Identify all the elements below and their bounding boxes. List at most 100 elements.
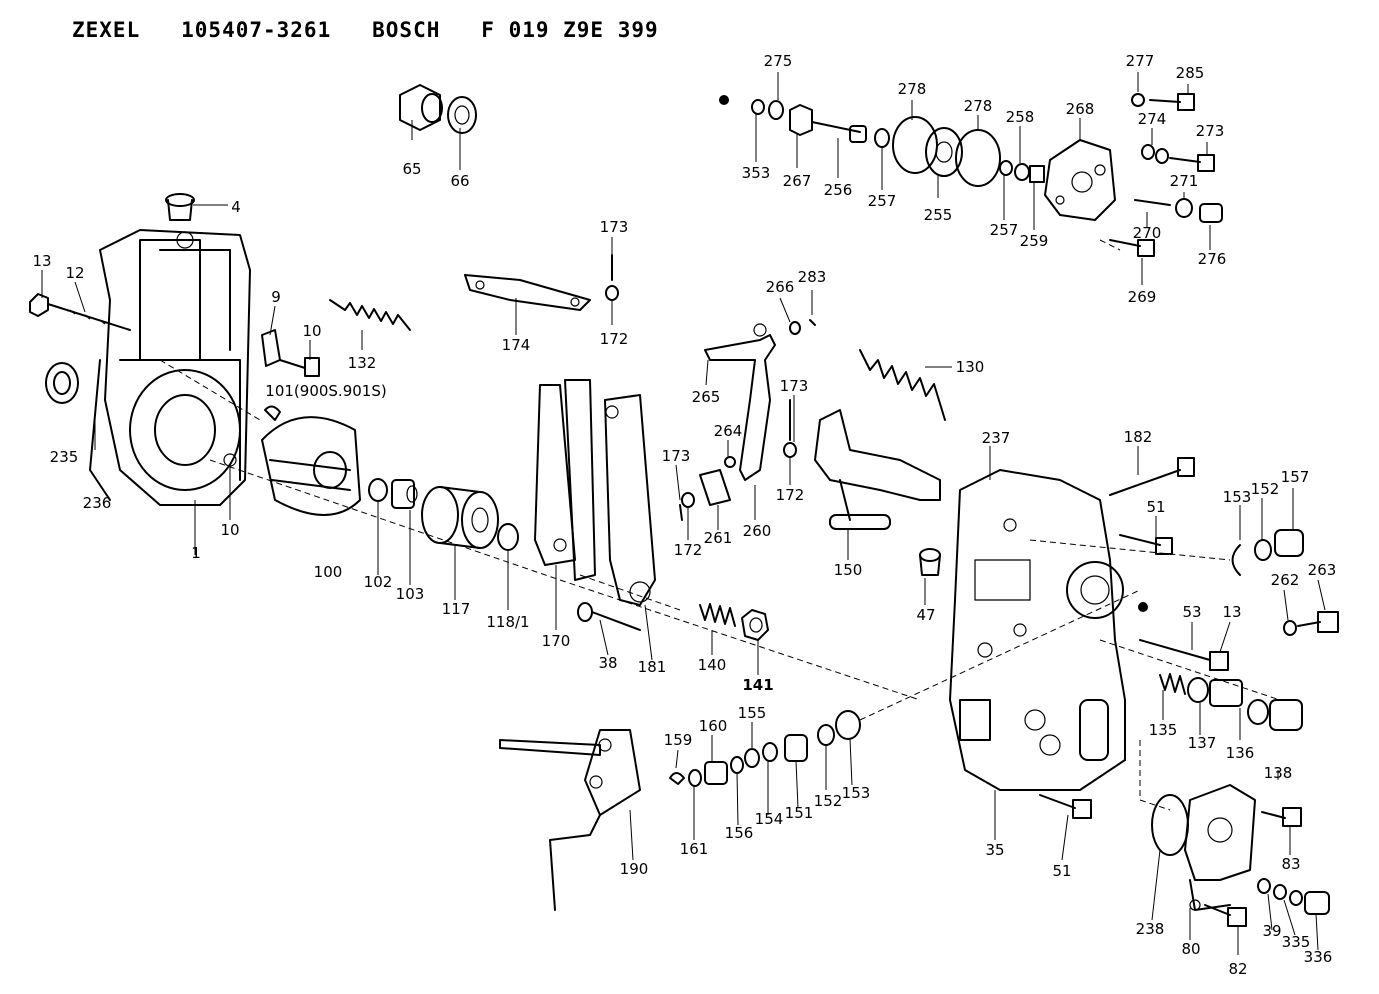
callout-label: 172: [674, 541, 703, 559]
callout-label: 13: [1222, 603, 1241, 621]
callout-label: 132: [348, 354, 377, 372]
callout-label: 261: [704, 529, 733, 547]
callout-label: 80: [1181, 940, 1200, 958]
callout-label: 335: [1282, 933, 1311, 951]
callout-label: 264: [714, 422, 743, 440]
governor-spring: [859, 349, 946, 421]
callout-label: 35: [985, 841, 1004, 859]
callout-label: 154: [755, 810, 784, 828]
callout-label: 13: [32, 252, 51, 270]
callout-label: 269: [1128, 288, 1157, 306]
callout-label: 155: [738, 704, 767, 722]
long-bolt: [1109, 457, 1195, 496]
diaphragm-cover: [1044, 139, 1116, 221]
callout-label: 4: [231, 198, 241, 216]
adjust-screw-right: [1283, 611, 1339, 636]
plug-screw: [165, 193, 195, 221]
callout-label: 39: [1262, 922, 1281, 940]
flyweight-assembly: [261, 416, 361, 516]
callout-label: 159: [664, 731, 693, 749]
callout-label: 118/1: [486, 613, 529, 631]
callout-label: 117: [442, 600, 471, 618]
callout-label: 257: [868, 192, 897, 210]
link-lever: [704, 319, 816, 481]
tension-spring: [329, 299, 411, 331]
callout-label: 235: [50, 448, 79, 466]
callout-label: 83: [1281, 855, 1300, 873]
callout-label: 266: [766, 278, 795, 296]
callout-label: 153: [1223, 488, 1252, 506]
callout-label: 277: [1126, 52, 1155, 70]
callout-label: 181: [638, 658, 667, 676]
callout-label: 151: [785, 804, 814, 822]
callout-label: 150: [834, 561, 863, 579]
callout-label: 136: [1226, 744, 1255, 762]
callout-label: 9: [271, 288, 281, 306]
callout-label: 10: [220, 521, 239, 539]
end-cover: [1151, 784, 1256, 911]
callout-label: 267: [783, 172, 812, 190]
woodruff-key: [264, 405, 281, 421]
governor-housing: [89, 229, 251, 506]
callout-label: 160: [699, 717, 728, 735]
lower-bolt: [1039, 794, 1092, 819]
governor-cover: [949, 469, 1126, 791]
callout-label: 238: [1136, 920, 1165, 938]
stop-lever: [464, 274, 591, 311]
tension-lever: [534, 379, 656, 606]
control-lever-shaft: [499, 729, 641, 911]
callout-label: 278: [898, 80, 927, 98]
callout-label: 157: [1281, 468, 1310, 486]
callout-label: 260: [743, 522, 772, 540]
callout-label: 47: [916, 606, 935, 624]
callout-label: 271: [1170, 172, 1199, 190]
callout-label: 141: [742, 676, 773, 694]
callout-label: 283: [798, 268, 827, 286]
callout-label: 268: [1066, 100, 1095, 118]
stop-bolt: [1139, 639, 1229, 671]
callout-label: 258: [1006, 108, 1035, 126]
damper-assembly: [1159, 673, 1303, 731]
callout-label: 353: [742, 164, 771, 182]
seal-ring: [45, 362, 79, 404]
adjusting-screw: [577, 602, 641, 631]
callout-label: 236: [83, 494, 112, 512]
callout-label: 1: [191, 544, 201, 562]
callout-label: 173: [600, 218, 629, 236]
callout-label: 274: [1138, 110, 1167, 128]
callout-label: 156: [725, 824, 754, 842]
callout-label: 275: [764, 52, 793, 70]
callout-label: 237: [982, 429, 1011, 447]
screw-plug: [919, 548, 941, 576]
callout-label: 130: [956, 358, 985, 376]
bolt-with-nut: [29, 293, 131, 331]
callout-label: 38: [598, 654, 617, 672]
callout-label: 65: [402, 160, 421, 178]
callout-label: 256: [824, 181, 853, 199]
callout-label: 262: [1271, 571, 1300, 589]
cover-bolt: [1119, 534, 1173, 555]
callout-label: 135: [1149, 721, 1178, 739]
callout-label: 182: [1124, 428, 1153, 446]
callout-label: 51: [1146, 498, 1165, 516]
callout-label: 273: [1196, 122, 1225, 140]
shim-washer: [497, 523, 519, 551]
callout-label: 102: [364, 573, 393, 591]
spring-bracket: [814, 409, 941, 530]
callout-label: 140: [698, 656, 727, 674]
callout-label: 152: [1251, 480, 1280, 498]
callout-label: 285: [1176, 64, 1205, 82]
pin-and-clip: [605, 254, 619, 301]
steel-ball: [1138, 602, 1148, 612]
callout-label: 276: [1198, 250, 1227, 268]
callout-label: 66: [450, 172, 469, 190]
callout-label: 103: [396, 585, 425, 603]
callout-label: 138: [1264, 764, 1293, 782]
diagram-title: ZEXEL 105407-3261 BOSCH F 019 Z9E 399: [72, 18, 659, 42]
callout-label: 265: [692, 388, 721, 406]
callout-label: 51: [1052, 862, 1071, 880]
sliding-sleeve: [421, 486, 499, 549]
callout-label: 172: [776, 486, 805, 504]
callout-label: 152: [814, 792, 843, 810]
